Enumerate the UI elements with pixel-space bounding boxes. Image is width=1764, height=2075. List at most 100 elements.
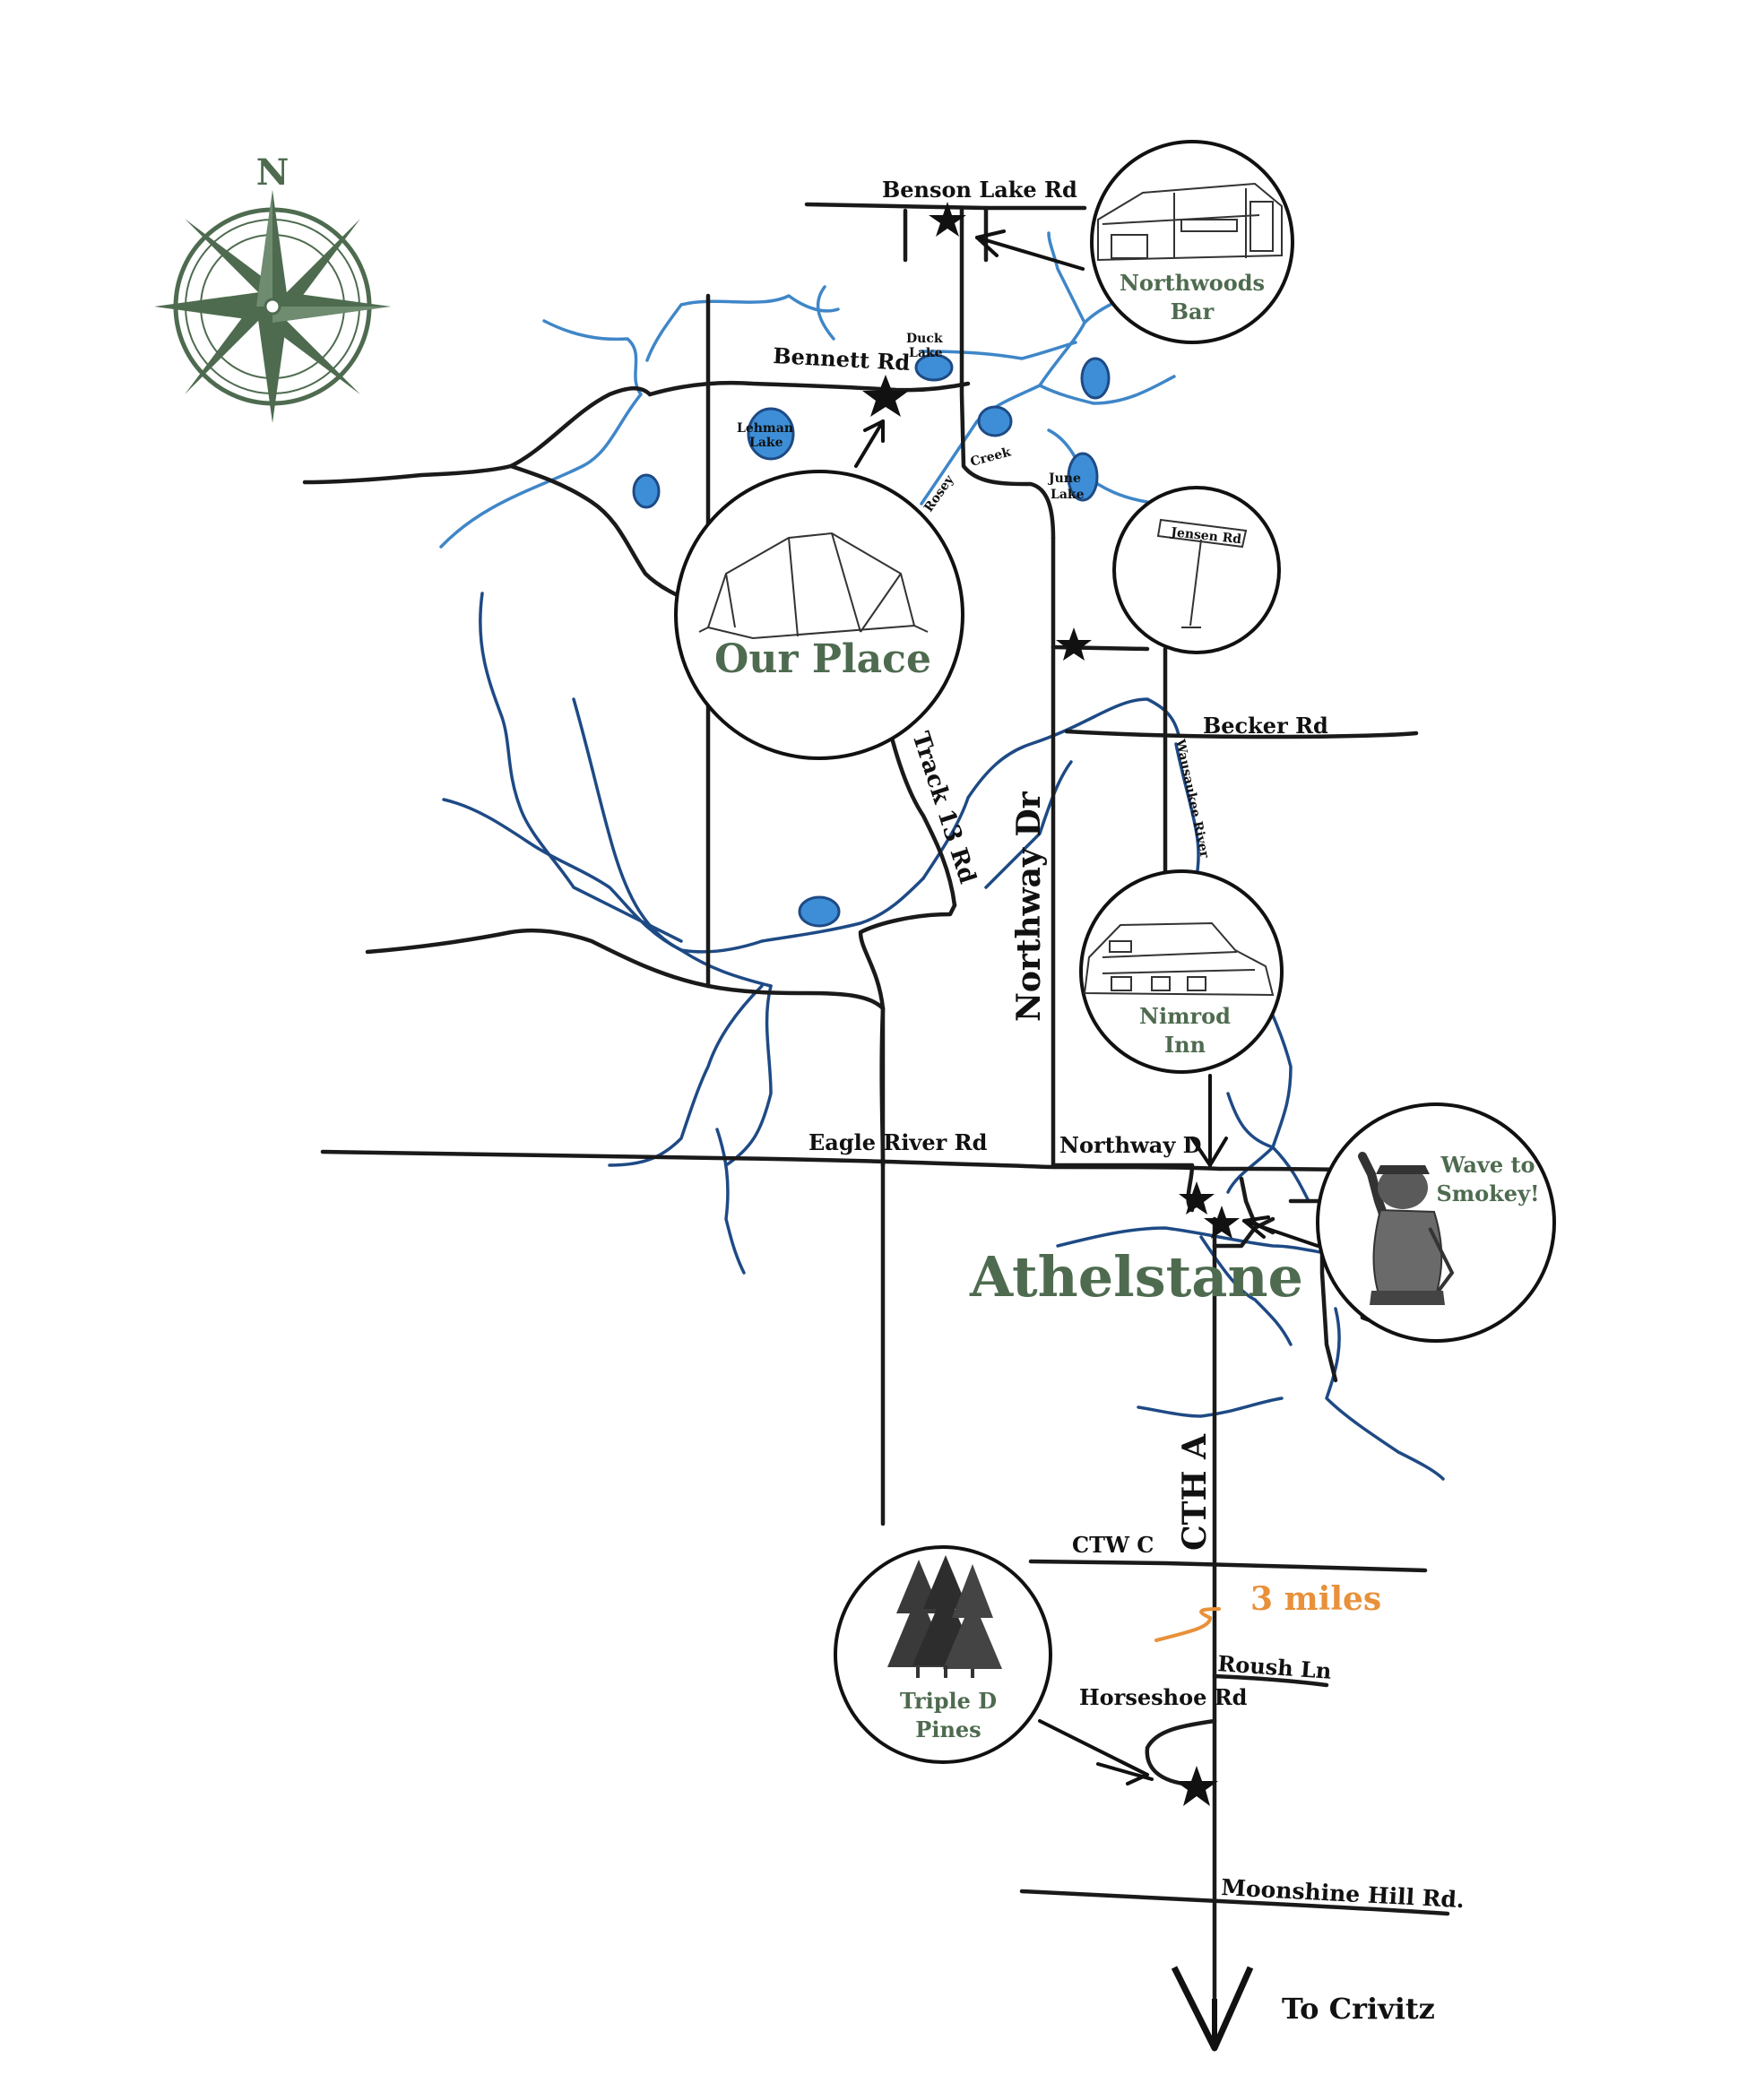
star-northwoods-bar[interactable] [929,202,966,237]
arrow-triple-d-2 [1096,1762,1154,1781]
duck-lake[interactable] [914,353,954,382]
building-sketch-icon [1097,182,1283,262]
small-lake-2 [1080,357,1111,400]
road-vertical-benson [959,205,1056,540]
label-becker-rd: Becker Rd [1203,713,1328,739]
south-lake [798,895,841,928]
bubble-smokey[interactable]: Wave to Smokey! [1316,1102,1556,1343]
label-duck-lake-2: Lake [909,346,943,360]
label-northway-d: Northway D [1059,1132,1201,1158]
star-jensen-rd[interactable] [1056,627,1092,661]
northwoods-label-1: Northwoods [1120,270,1265,296]
smokey-label-2: Smokey! [1436,1180,1539,1206]
bubble-triple-d-pines[interactable]: Triple D Pines [834,1545,1052,1764]
arrow-our-place-head [863,419,885,443]
label-benson-lake-rd: Benson Lake Rd [882,177,1077,203]
june-lake[interactable] [1067,452,1099,502]
town-athelstane[interactable]: Athelstane [969,1244,1303,1310]
nimrod-label-1: Nimrod [1139,1003,1231,1029]
label-lehman-lake-1: Lehman [737,421,793,436]
river-east-lower [1325,1307,1445,1481]
bubble-northwoods-bar[interactable]: Northwoods Bar [1090,140,1294,344]
river-lehman [816,285,835,341]
stars [862,202,1240,1806]
arrow-crivitz-head [1171,1966,1254,2052]
lehman-lake[interactable] [747,407,795,461]
smokey-bear-sketch-icon [1358,1152,1455,1305]
label-duck-lake-1: Duck [906,332,943,346]
road-eagle-river[interactable] [320,1149,1347,1172]
nimrod-label-2: Inn [1164,1032,1206,1058]
star-triple-d-pines[interactable] [1175,1766,1218,1806]
our-place-label: Our Place [714,636,931,682]
star-nimrod-inn[interactable] [1179,1181,1215,1215]
road-ctw-c[interactable] [1028,1559,1428,1573]
west-lake [632,473,661,509]
river-track13 [984,760,1073,889]
arrow-northwoods-head [975,229,1006,257]
river-west-long[interactable] [479,592,683,943]
river-south-east [1137,1396,1284,1418]
label-northway-dr: Northway Dr [1010,791,1048,1022]
inn-sketch-icon [1083,921,1275,997]
northwoods-label-2: Bar [1171,298,1215,324]
river-northwest [439,319,643,549]
road-becker[interactable] [1064,729,1419,739]
road-west-2 [365,928,886,1011]
road-west-1 [302,386,653,485]
arrow-northwoods [975,236,1085,271]
road-roush-ln[interactable] [1212,1673,1329,1688]
river-lower-west [608,984,764,1167]
river-east-mid-2 [1226,1092,1310,1203]
river-athelstane [1056,1226,1337,1257]
arrow-smokey-head [1242,1215,1270,1239]
lakes [632,353,1111,928]
road-labels: Benson Lake Rd Bennett Rd Becker Rd Trac… [773,177,1466,2026]
label-ctw-c: CTW C [1072,1532,1154,1558]
label-june-lake-1: June [1047,471,1081,486]
pine-trees-icon [887,1555,1002,1678]
road-athelstane-spur [1212,1216,1275,1249]
bubble-jensen-rd[interactable]: Jensen Rd [1112,486,1281,654]
label-bennett-rd: Bennett Rd [773,342,912,376]
arrow-our-place [854,419,885,468]
road-bennett[interactable] [647,380,971,397]
label-horseshoe-rd: Horseshoe Rd [1079,1684,1248,1710]
label-eagle-river-rd: Eagle River Rd [808,1129,988,1155]
river-left-lower [715,1128,746,1275]
distance-squiggle [1154,1607,1221,1642]
triple-d-label-2: Pines [915,1716,981,1742]
label-to-crivitz: To Crivitz [1282,1992,1435,2026]
street-sign-icon [1156,518,1248,628]
label-cth-a: CTH A [1176,1433,1214,1551]
river-upper-east [1047,231,1086,324]
bubble-our-place[interactable]: Our Place [674,470,964,760]
compass-north-label: N [256,151,290,194]
road-horseshoe[interactable] [1145,1718,1217,1786]
road-northway-d[interactable] [1051,1163,1195,1213]
river-center-north [921,715,1095,880]
label-wausaukee-river: Wausaukee River [1172,738,1212,860]
star-smokey[interactable] [1204,1206,1240,1239]
smokey-label-1: Wave to [1440,1152,1535,1178]
arrows [854,229,1319,2052]
arrow-smokey [1242,1219,1319,1248]
river-east-branch [1038,375,1176,405]
river-north-central [1092,697,1180,737]
road-benson-lake[interactable] [804,202,1087,211]
river-west-branch [645,294,840,362]
arrow-nimrod-head [1190,1137,1228,1167]
bubble-nimrod-inn[interactable]: Nimrod Inn [1079,869,1284,1074]
river-central [572,697,925,954]
river-south-west [724,984,773,1167]
compass-rose: N [154,151,391,423]
road-south-central [858,903,957,1168]
river-bennett-east [920,341,1077,360]
star-our-place[interactable] [862,375,909,417]
small-lake-1 [977,405,1013,437]
river-west-middle [442,798,773,988]
road-moonshine-hill[interactable] [1019,1889,1450,1916]
tent-sketch-icon [698,532,929,640]
triple-d-label-1: Triple D [900,1688,997,1714]
